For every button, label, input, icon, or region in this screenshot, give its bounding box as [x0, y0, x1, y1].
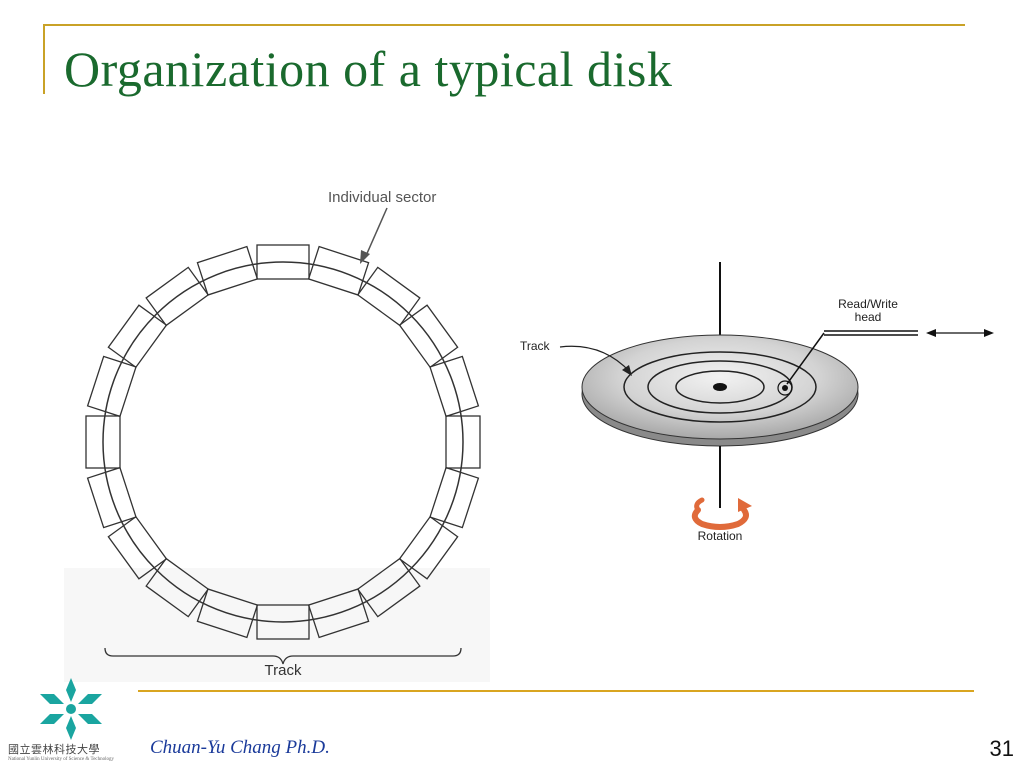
sector	[356, 266, 421, 327]
track-ring-3	[675, 370, 765, 404]
page-number: 31	[989, 736, 1014, 761]
sector	[398, 515, 459, 580]
sector-label: Individual sector	[328, 189, 436, 206]
sector	[107, 515, 168, 580]
track-pointer-line	[559, 345, 631, 373]
sector	[307, 245, 370, 296]
head-label-line1: Read/Write	[838, 297, 898, 311]
read-write-head-dot	[782, 385, 788, 391]
sector	[86, 466, 137, 529]
sector	[256, 604, 310, 640]
sector	[429, 355, 480, 418]
read-write-head-ring	[777, 380, 793, 396]
rotation-arrow-back	[694, 497, 705, 513]
sector	[445, 415, 481, 469]
track-pointer-arrowhead	[622, 365, 632, 376]
sector	[107, 304, 168, 369]
track-circle	[102, 261, 464, 623]
sectors-group	[85, 244, 481, 640]
track-bracket	[104, 647, 462, 665]
head-label-line2: head	[855, 310, 882, 324]
sector	[145, 557, 210, 618]
track-label-left: Track	[265, 662, 302, 679]
sector	[398, 304, 459, 369]
slide-title: Organization of a typical disk	[64, 41, 673, 97]
sector	[196, 245, 259, 296]
sector	[196, 588, 259, 639]
sector	[356, 557, 421, 618]
university-name-en: National Yunlin University of Science & …	[8, 757, 115, 762]
head-movement-arrowhead-right	[984, 329, 994, 337]
rotation-arrow-icon	[691, 507, 749, 530]
sector-pointer-arrowhead	[360, 250, 370, 264]
head-movement-arrowhead-left	[926, 329, 936, 337]
title-frame-left	[43, 24, 45, 94]
title-frame-top	[43, 24, 965, 26]
university-name: 國立雲林科技大學	[8, 744, 100, 756]
sector	[429, 466, 480, 529]
rotation-arrowhead	[738, 498, 752, 512]
sector	[256, 244, 310, 280]
sector	[85, 415, 121, 469]
sector-pointer-line	[364, 207, 388, 259]
university-logo-icon	[40, 678, 102, 740]
rotation-label: Rotation	[698, 529, 743, 543]
sector	[145, 266, 210, 327]
platter-diagram: Rotation Track Read/Write head	[512, 260, 996, 550]
track-label-right: Track	[520, 339, 551, 353]
track-sector-diagram: Individual sector Track	[85, 189, 481, 679]
spindle-hub	[713, 383, 727, 391]
footer-divider	[138, 690, 974, 692]
sector	[86, 355, 137, 418]
track-ring-1	[623, 351, 817, 423]
sector	[307, 588, 370, 639]
author-name: Chuan-Yu Chang Ph.D.	[150, 737, 330, 758]
head-arm-diagonal	[786, 332, 825, 385]
